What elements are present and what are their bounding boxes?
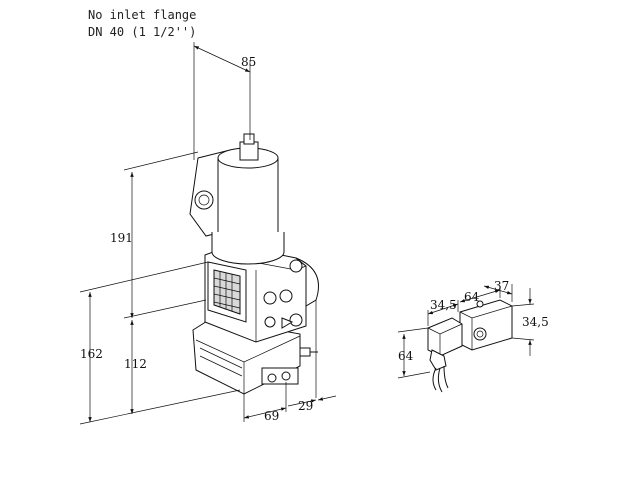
- connector-block: [261, 367, 299, 385]
- plug-detail: 34,5 64 37 34,5 64: [397, 279, 549, 393]
- dim-top-width: 85: [241, 55, 256, 69]
- note-dn-size: DN 40 (1 1/2''): [88, 25, 197, 39]
- screw-icon: [267, 373, 277, 383]
- bracket-hole-icon: [194, 190, 214, 210]
- top-connector: [239, 141, 259, 161]
- dim-plug-height-left: 64: [398, 349, 414, 363]
- screw-icon: [281, 371, 291, 381]
- port-icon: [264, 316, 276, 328]
- socket-screw-icon: [473, 327, 487, 341]
- dim-lower-height: 112: [124, 357, 147, 371]
- coil-collar: [211, 232, 285, 265]
- dim-side-offset: 29: [298, 399, 313, 413]
- dim-plug-width-a: 34,5: [430, 298, 457, 312]
- dim-bottom-width: 69: [264, 409, 279, 423]
- dim-upper-height: 191: [110, 231, 133, 245]
- cable-gland: [429, 349, 447, 371]
- top-connector-pin: [243, 133, 255, 145]
- valve-assembly: [189, 133, 319, 395]
- filter-mesh: [213, 269, 241, 315]
- dim-plug-width-b: 64: [464, 290, 480, 304]
- dim-plug-depth: 37: [494, 279, 509, 293]
- port-icon: [279, 289, 293, 303]
- bolt-icon: [289, 259, 303, 273]
- arrow-marker-icon: [281, 317, 294, 329]
- flange-ring: [295, 257, 319, 307]
- side-plug: [299, 347, 311, 357]
- bolt-icon: [289, 313, 303, 327]
- port-icon: [263, 291, 277, 305]
- plug-socket-block: [459, 299, 513, 351]
- main-dimensions: 85 191 162 112 69 29: [79, 42, 337, 425]
- dim-total-height: 162: [80, 347, 103, 361]
- note-inlet-flange: No inlet flange: [88, 8, 197, 22]
- dim-plug-height-right: 34,5: [522, 315, 549, 329]
